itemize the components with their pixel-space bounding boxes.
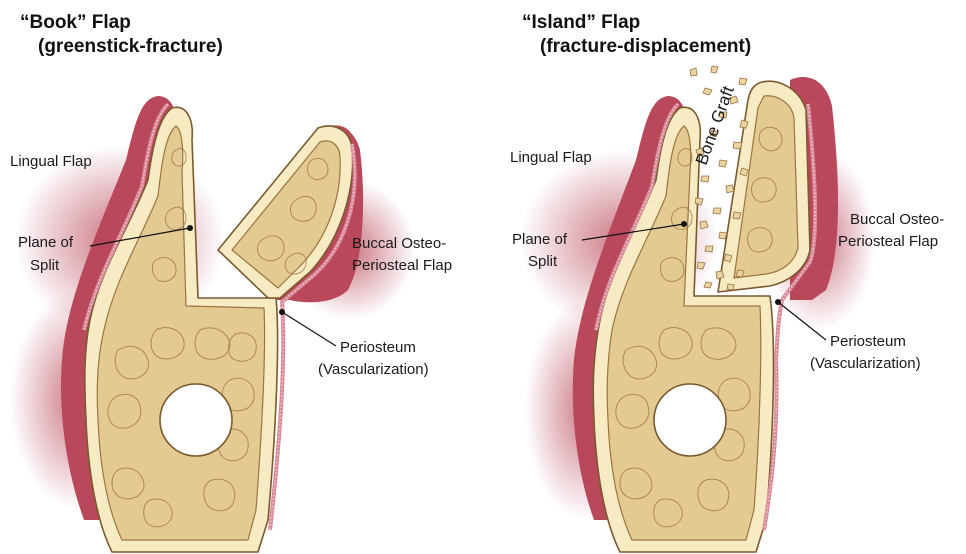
book-flap-title: “Book” Flap	[20, 12, 131, 33]
book-plane-of-split-label: Plane of	[18, 234, 74, 251]
island-flap-title: “Island” Flap	[522, 12, 640, 33]
book-buccal-flap-label-2: Periosteal Flap	[352, 257, 452, 274]
island-flap-panel: “Island” Flap (fracture-displacement)	[510, 12, 944, 552]
book-plane-of-split-label-2: Split	[30, 257, 60, 274]
island-plane-of-split-label-2: Split	[528, 253, 558, 270]
island-buccal-flap-label-2: Periosteal Flap	[838, 233, 938, 250]
island-buccal-flap-label: Buccal Osteo-	[850, 211, 944, 228]
book-buccal-flap-label: Buccal Osteo-	[352, 235, 446, 252]
island-mandibular-canal	[654, 384, 726, 456]
book-mandibular-canal	[160, 384, 232, 456]
book-lingual-flap-label: Lingual Flap	[10, 153, 92, 170]
book-flap-panel: “Book” Flap (greenstick-fracture)	[10, 12, 452, 552]
book-vascularization-label: (Vascularization)	[318, 361, 429, 378]
book-flap-subtitle: (greenstick-fracture)	[38, 36, 223, 57]
island-lingual-flap-label: Lingual Flap	[510, 149, 592, 166]
island-vascularization-label: (Vascularization)	[810, 355, 921, 372]
island-periosteum-label: Periosteum	[830, 333, 906, 350]
book-periosteum-label: Periosteum	[340, 339, 416, 356]
island-plane-of-split-label: Plane of	[512, 231, 568, 248]
island-flap-subtitle: (fracture-displacement)	[540, 36, 751, 57]
